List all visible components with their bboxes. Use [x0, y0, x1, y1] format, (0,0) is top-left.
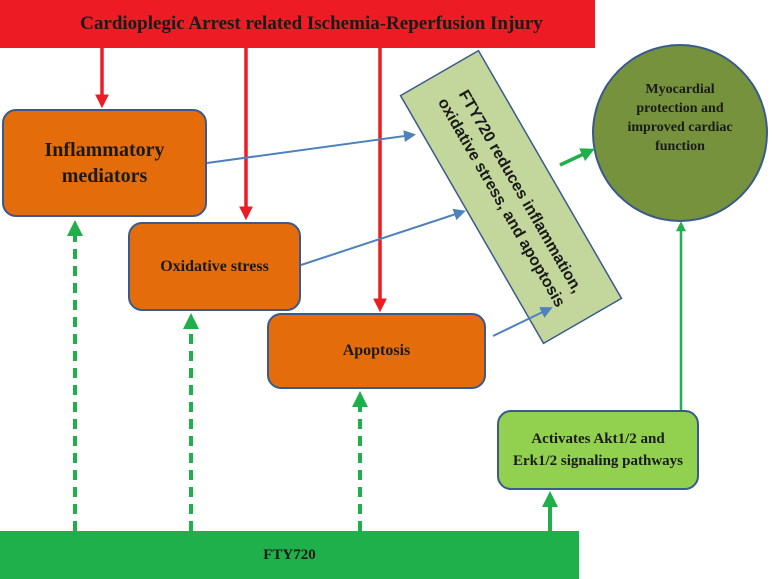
blue-arrow-oxidative [300, 208, 466, 266]
fty720-banner-label: FTY720 [263, 546, 316, 563]
inflammatory-mediators-label: Inflammatory mediators [44, 139, 165, 187]
green-arrow-effect-to-outcome [559, 148, 595, 167]
outcome-circle: Myocardial protection and improved cardi… [592, 44, 768, 222]
fty720-banner: FTY720 [0, 531, 579, 579]
oxidative-stress-label: Oxidative stress [160, 257, 269, 275]
oxidative-stress-box: Oxidative stress [128, 222, 301, 311]
blue-arrow-inflammatory [206, 130, 416, 164]
injury-banner: Cardioplegic Arrest related Ischemia-Rep… [0, 0, 595, 48]
inflammatory-mediators-box: Inflammatory mediators [2, 109, 207, 217]
injury-banner-label: Cardioplegic Arrest related Ischemia-Rep… [80, 13, 543, 34]
apoptosis-label: Apoptosis [342, 342, 411, 359]
pathway-box: Activates Akt1/2 and Erk1/2 signaling pa… [497, 410, 699, 490]
blue-arrow-apoptosis [492, 307, 553, 337]
outcome-circle-label: Myocardial protection and improved cardi… [627, 82, 733, 154]
pathway-box-label: Activates Akt1/2 and Erk1/2 signaling pa… [512, 431, 684, 469]
apoptosis-box: Apoptosis [267, 313, 486, 389]
fty720-effect-box: FTY720 reduces inflammation, oxidative s… [399, 49, 623, 345]
